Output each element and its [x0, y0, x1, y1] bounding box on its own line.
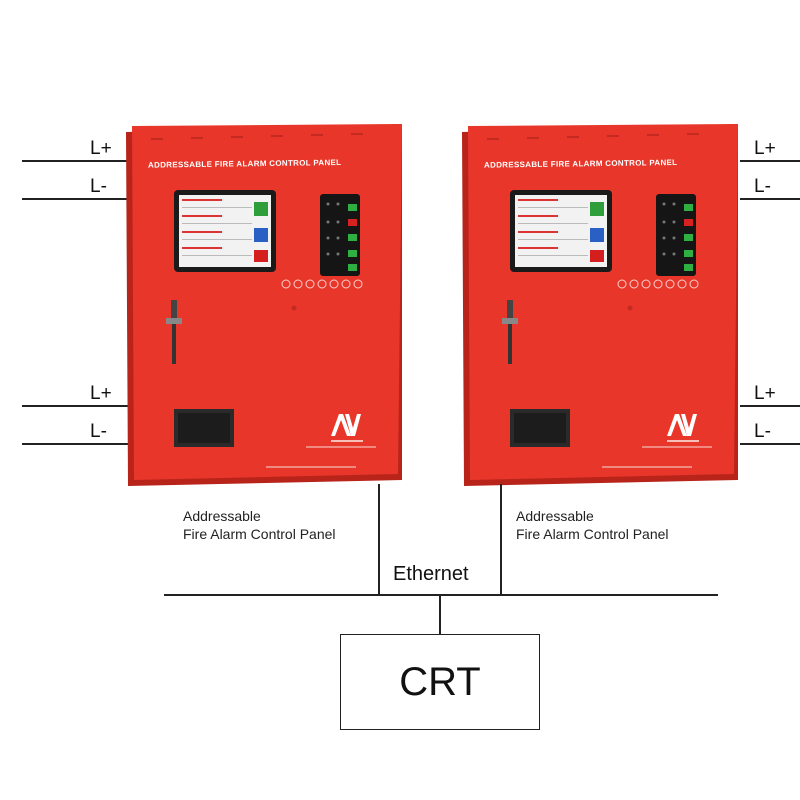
right-panel-caption-line2: Fire Alarm Control Panel [516, 526, 669, 542]
left-panel-wire-top-plus [22, 160, 132, 162]
right-panel-caption: Addressable Fire Alarm Control Panel [516, 507, 669, 543]
left-panel-caption: Addressable Fire Alarm Control Panel [183, 507, 336, 543]
left-panel-wire-bottom-plus [22, 405, 132, 407]
right-panel-drop-line [500, 484, 502, 594]
fire-alarm-panel-icon [126, 124, 402, 486]
ethernet-bus [164, 594, 718, 596]
left-panel-drop-line [378, 484, 380, 594]
left-panel-caption-line1: Addressable [183, 508, 261, 524]
right-panel-wire-bottom-plus [740, 405, 800, 407]
right-panel-label-bottom-minus: L- [754, 421, 771, 442]
left-panel-wire-top-minus [22, 198, 132, 200]
crt-terminal-box: CRT [340, 634, 540, 730]
right-panel-caption-line1: Addressable [516, 508, 594, 524]
fire-alarm-panel-icon [462, 124, 738, 486]
left-panel-label-top-plus: L+ [90, 138, 112, 159]
ethernet-label: Ethernet [393, 563, 469, 585]
left-panel-wire-bottom-minus [22, 443, 132, 445]
left-fire-alarm-panel: ADDRESSABLE FIRE ALARM CONTROL PANEL [126, 124, 402, 486]
right-panel-wire-bottom-minus [740, 443, 800, 445]
left-panel-label-bottom-plus: L+ [90, 383, 112, 404]
right-panel-label-bottom-plus: L+ [754, 383, 776, 404]
right-fire-alarm-panel: ADDRESSABLE FIRE ALARM CONTROL PANEL [462, 124, 738, 486]
left-panel-caption-line2: Fire Alarm Control Panel [183, 526, 336, 542]
right-panel-label-top-plus: L+ [754, 138, 776, 159]
crt-drop-line [439, 594, 441, 634]
right-panel-label-top-minus: L- [754, 176, 771, 197]
left-panel-label-bottom-minus: L- [90, 421, 107, 442]
crt-label: CRT [399, 659, 481, 704]
right-panel-wire-top-plus [740, 160, 800, 162]
left-panel-label-top-minus: L- [90, 176, 107, 197]
right-panel-wire-top-minus [740, 198, 800, 200]
